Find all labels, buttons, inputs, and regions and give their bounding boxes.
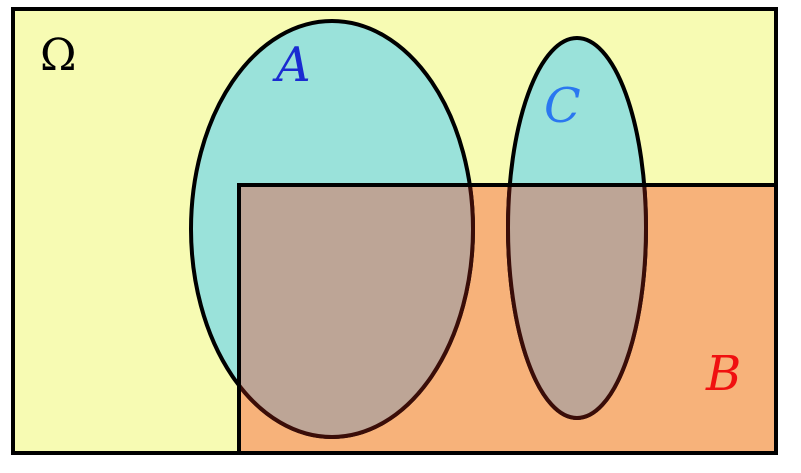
intersection-regions <box>239 185 648 439</box>
a-intersect-b-region <box>239 185 475 439</box>
set-b-border <box>237 183 778 455</box>
universe-label: Ω <box>40 30 76 81</box>
set-a-label: A <box>272 37 311 93</box>
set-b-label: B <box>705 346 741 402</box>
c-intersect-b-region <box>506 185 648 420</box>
set-c-label: C <box>544 78 581 134</box>
